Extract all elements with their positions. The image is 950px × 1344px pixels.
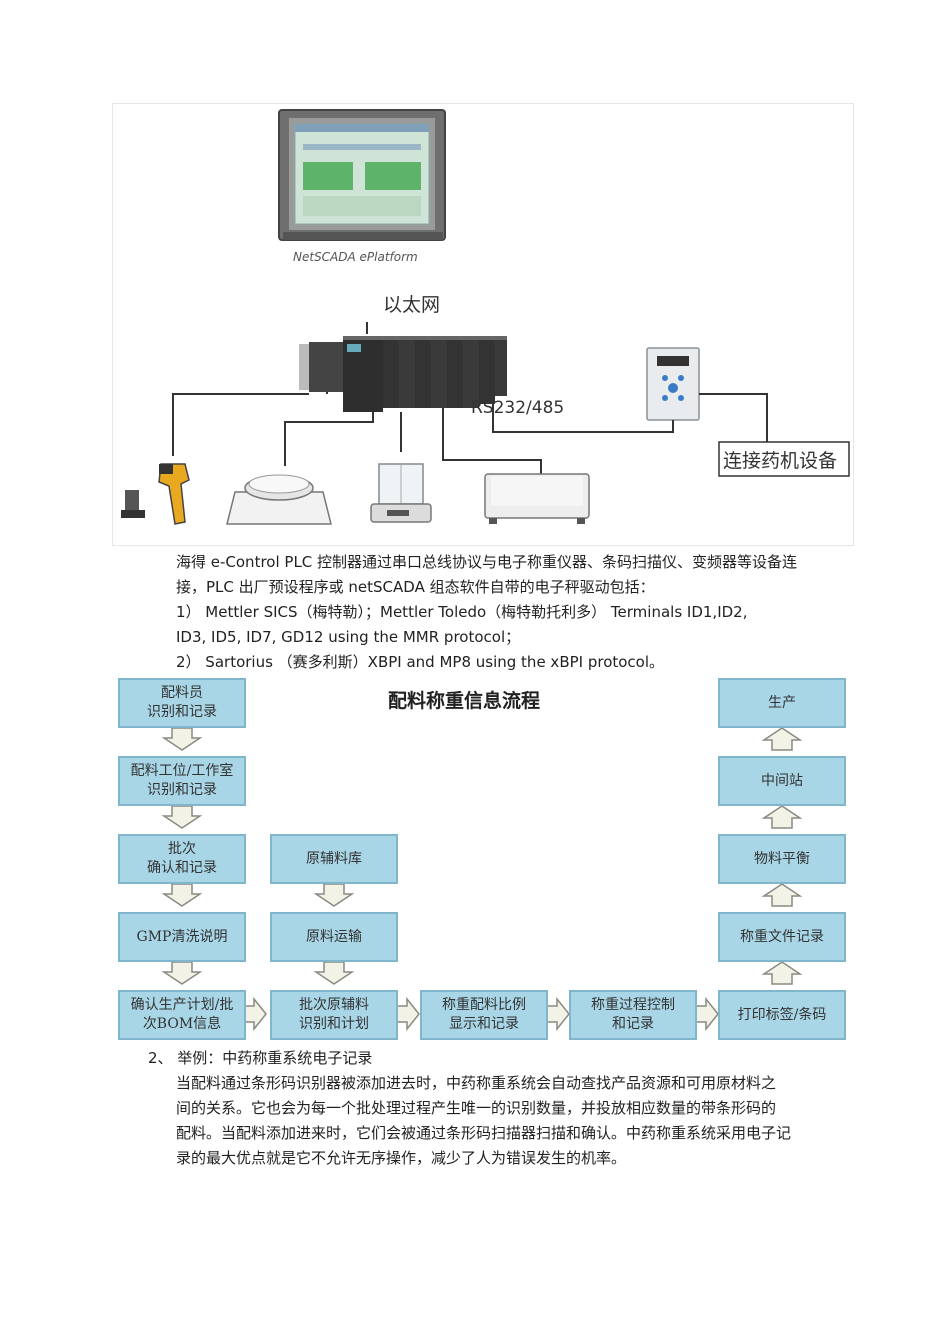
flow-box: 称重文件记录 (718, 912, 846, 962)
paragraph-line: 配料。当配料添加进来时，它们会被通过条形码扫描器扫描和确认。中药称重系统采用电子… (176, 1124, 792, 1142)
arrow-down (163, 805, 201, 829)
arrow-up (763, 805, 801, 829)
flow-box: 打印标签/条码 (718, 990, 846, 1040)
flow-box: 确认生产计划/批 次BOM信息 (118, 990, 246, 1040)
arrow-down (315, 883, 353, 907)
arrow-up (763, 961, 801, 985)
barcode-scanner-icon (121, 463, 190, 525)
device-box (718, 441, 850, 477)
flow-box: 生产 (718, 678, 846, 728)
flow-box: 中间站 (718, 756, 846, 806)
round-scale-icon (226, 474, 332, 525)
arrow-down (163, 961, 201, 985)
analytical-balance-icon (370, 463, 432, 523)
flow-box: 物料平衡 (718, 834, 846, 884)
flow-box: 配料员 识别和记录 (118, 678, 246, 728)
paragraph-line: 间的关系。它也会为每一个批处理过程产生唯一的识别数量，并投放相应数量的带条形码的 (176, 1099, 777, 1117)
flow-box: 批次原辅料 识别和计划 (270, 990, 398, 1040)
network-label: 以太网 (383, 294, 441, 316)
arrow-down (163, 727, 201, 751)
flowchart-title: 配料称重信息流程 (388, 690, 541, 712)
flow-box: GMP清洗说明 (118, 912, 246, 962)
arrow-up (763, 883, 801, 907)
platform-label: NetSCADA ePlatform (293, 250, 418, 264)
device-box-label: 连接药机设备 (723, 450, 838, 472)
list-item: 2） Sartorius （赛多利斯）XBPI and MP8 using th… (176, 653, 665, 671)
list-item: ID3, ID5, ID7, GD12 using the MMR protoc… (176, 628, 521, 646)
intro-paragraph: 海得 e-Control PLC 控制器通过串口总线协议与电子称重仪器、条码扫描… (176, 550, 854, 675)
paragraph-line: 当配料通过条形码识别器被添加进去时，中药称重系统会自动查找产品资源和可用原材料之 (176, 1074, 777, 1092)
serial-label: RS232/485 (471, 398, 565, 418)
system-diagram: NetSCADA ePlatform 以太网 RS232/485 连接药机设备 (112, 103, 854, 546)
arrow-down (315, 961, 353, 985)
paragraph-line: 录的最大优点就是它不允许无序操作，减少了人为错误发生的机率。 (176, 1149, 627, 1167)
arrow-right (394, 998, 420, 1030)
inverter-icon (646, 347, 700, 421)
flow-box: 原辅料库 (270, 834, 398, 884)
intro-line: 海得 e-Control PLC 控制器通过串口总线协议与电子称重仪器、条码扫描… (176, 553, 798, 571)
arrow-down (163, 883, 201, 907)
section-heading: 2、 举例：中药称重系统电子记录 (148, 1049, 373, 1067)
list-item: 1） Mettler SICS（梅特勒）；Mettler Toledo（梅特勒托… (176, 603, 748, 621)
flow-box: 称重配料比例 显示和记录 (420, 990, 548, 1040)
platform-scale-icon (484, 473, 590, 524)
weighing-flowchart: 配料称重信息流程 配料员 识别和记录 配料工位/工作室 识别和记录 批次 确认和… (112, 674, 852, 1041)
flow-box: 原料运输 (270, 912, 398, 962)
flow-box: 批次 确认和记录 (118, 834, 246, 884)
arrow-right (544, 998, 570, 1030)
section-paragraph: 当配料通过条形码识别器被添加进去时，中药称重系统会自动查找产品资源和可用原材料之… (176, 1071, 854, 1171)
intro-line: 接，PLC 出厂预设程序或 netSCADA 组态软件自带的电子秤驱动包括： (176, 578, 655, 596)
plc-rack-icon (299, 336, 507, 412)
arrow-right (693, 998, 719, 1030)
arrow-up (763, 727, 801, 751)
flow-box: 配料工位/工作室 识别和记录 (118, 756, 246, 806)
flow-box: 称重过程控制 和记录 (569, 990, 697, 1040)
hmi-screen-icon (278, 109, 446, 241)
